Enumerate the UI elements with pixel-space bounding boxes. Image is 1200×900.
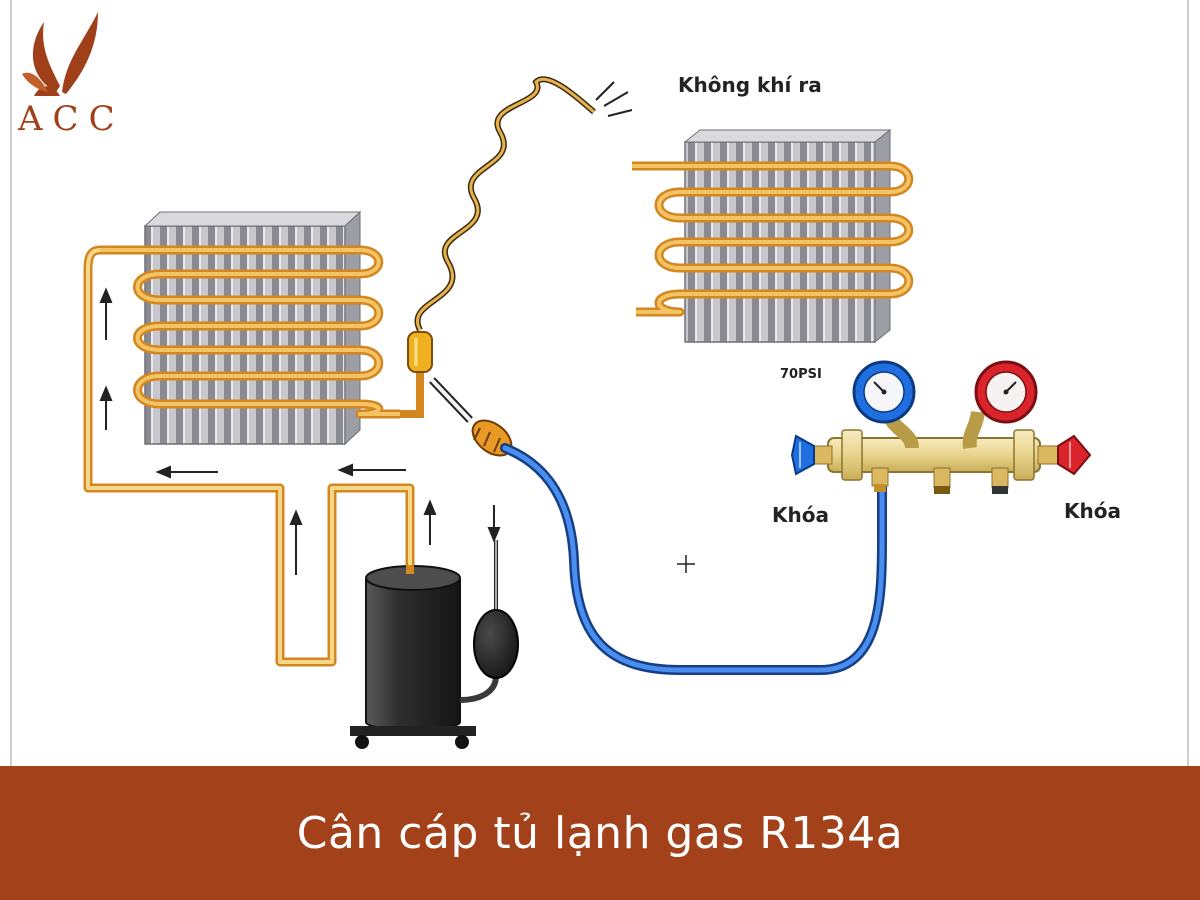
acc-logo: ACC xyxy=(17,12,125,139)
compressor xyxy=(350,565,499,749)
service-line xyxy=(429,377,473,423)
title-banner: Cân cáp tủ lạnh gas R134a xyxy=(0,766,1200,900)
condenser-right xyxy=(632,128,914,344)
condenser-left xyxy=(100,210,400,446)
air-out-lines xyxy=(595,81,633,117)
discharge-piping xyxy=(83,245,415,667)
banner-title: Cân cáp tủ lạnh gas R134a xyxy=(296,807,904,859)
manifold-gauge-set xyxy=(827,409,1041,494)
air-out-label: Không khí ra xyxy=(678,73,822,97)
low-side-valve-knob xyxy=(790,434,833,476)
low-pressure-gauge xyxy=(852,360,916,424)
high-pressure-gauge xyxy=(974,360,1038,424)
valve-label-right: Khóa xyxy=(1064,499,1121,523)
accumulator xyxy=(473,540,519,679)
charging-hose xyxy=(500,443,887,675)
cross-marker xyxy=(677,555,695,573)
logo-text: ACC xyxy=(17,99,125,139)
filter-drier xyxy=(407,331,433,373)
capillary-tube xyxy=(400,76,596,418)
high-side-valve-knob xyxy=(1037,434,1092,476)
flow-arrows xyxy=(99,287,501,575)
valve-label-left: Khóa xyxy=(772,503,829,527)
pressure-label: 70PSI xyxy=(780,367,822,382)
